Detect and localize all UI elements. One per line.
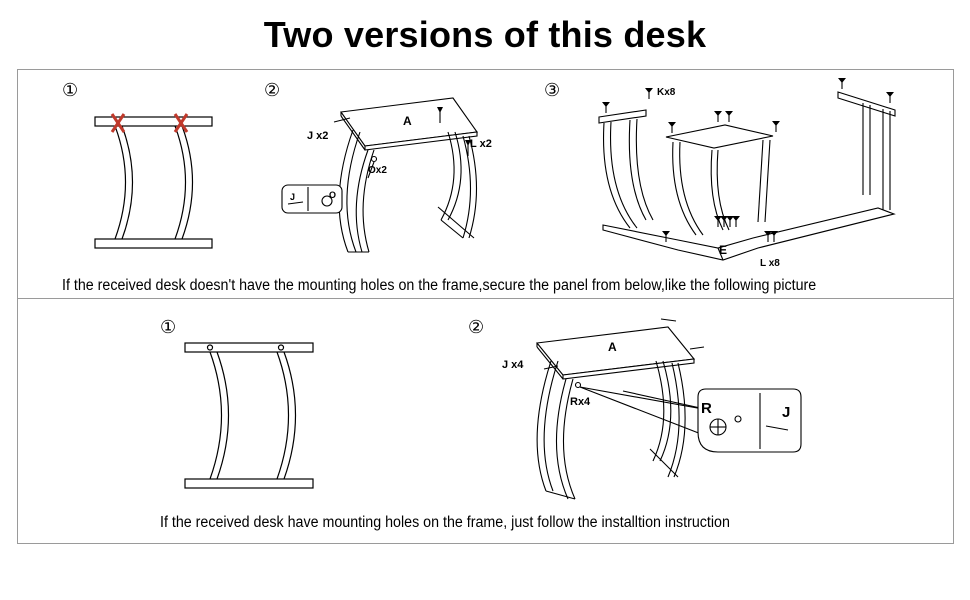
screw-j-label: J x2	[307, 130, 328, 142]
screw-l-label: L x2	[470, 138, 492, 150]
inset-r-label: R	[701, 400, 712, 417]
inset-j-label: J	[290, 192, 295, 202]
panel-a-label: A	[403, 114, 412, 128]
step-2-number: ②	[468, 317, 485, 338]
cam-r-label: Rx4	[570, 396, 591, 408]
step-2-number: ②	[264, 80, 281, 101]
step-1-number: ①	[160, 317, 177, 338]
inset-j-label: J	[782, 404, 790, 421]
screw-l8-label: L x8	[760, 258, 780, 269]
screw-j-label: J x4	[502, 359, 524, 371]
cam-o-label: Ox2	[368, 165, 387, 176]
version-1-caption: If the received desk doesn't have the mo…	[62, 277, 817, 294]
step-3-number: ③	[544, 80, 561, 101]
step-1-frame-no-holes-illustration	[94, 113, 213, 249]
shelf-e-label: E	[719, 243, 727, 257]
screw-k-label: Kx8	[657, 87, 676, 98]
inset-o-label: O	[329, 190, 336, 200]
step-2-assembly-illustration: A J x4 Rx4 R J	[502, 318, 802, 500]
step-1-frame-with-holes-illustration	[184, 342, 314, 489]
step-1-number: ①	[62, 80, 79, 101]
cross-mark-icon	[110, 113, 189, 133]
panel-a-label: A	[608, 340, 617, 354]
version-1-panel: ① ② ③	[17, 69, 954, 299]
version-2-panel: ① ②	[17, 299, 954, 544]
step-3-assembly-illustration: Kx8 E L x8	[598, 78, 896, 269]
step-2-assembly-illustration: A J x2 L x2 Ox2 J O	[281, 97, 492, 253]
version-2-caption: If the received desk have mounting holes…	[160, 514, 730, 531]
page-title: Two versions of this desk	[263, 14, 707, 55]
